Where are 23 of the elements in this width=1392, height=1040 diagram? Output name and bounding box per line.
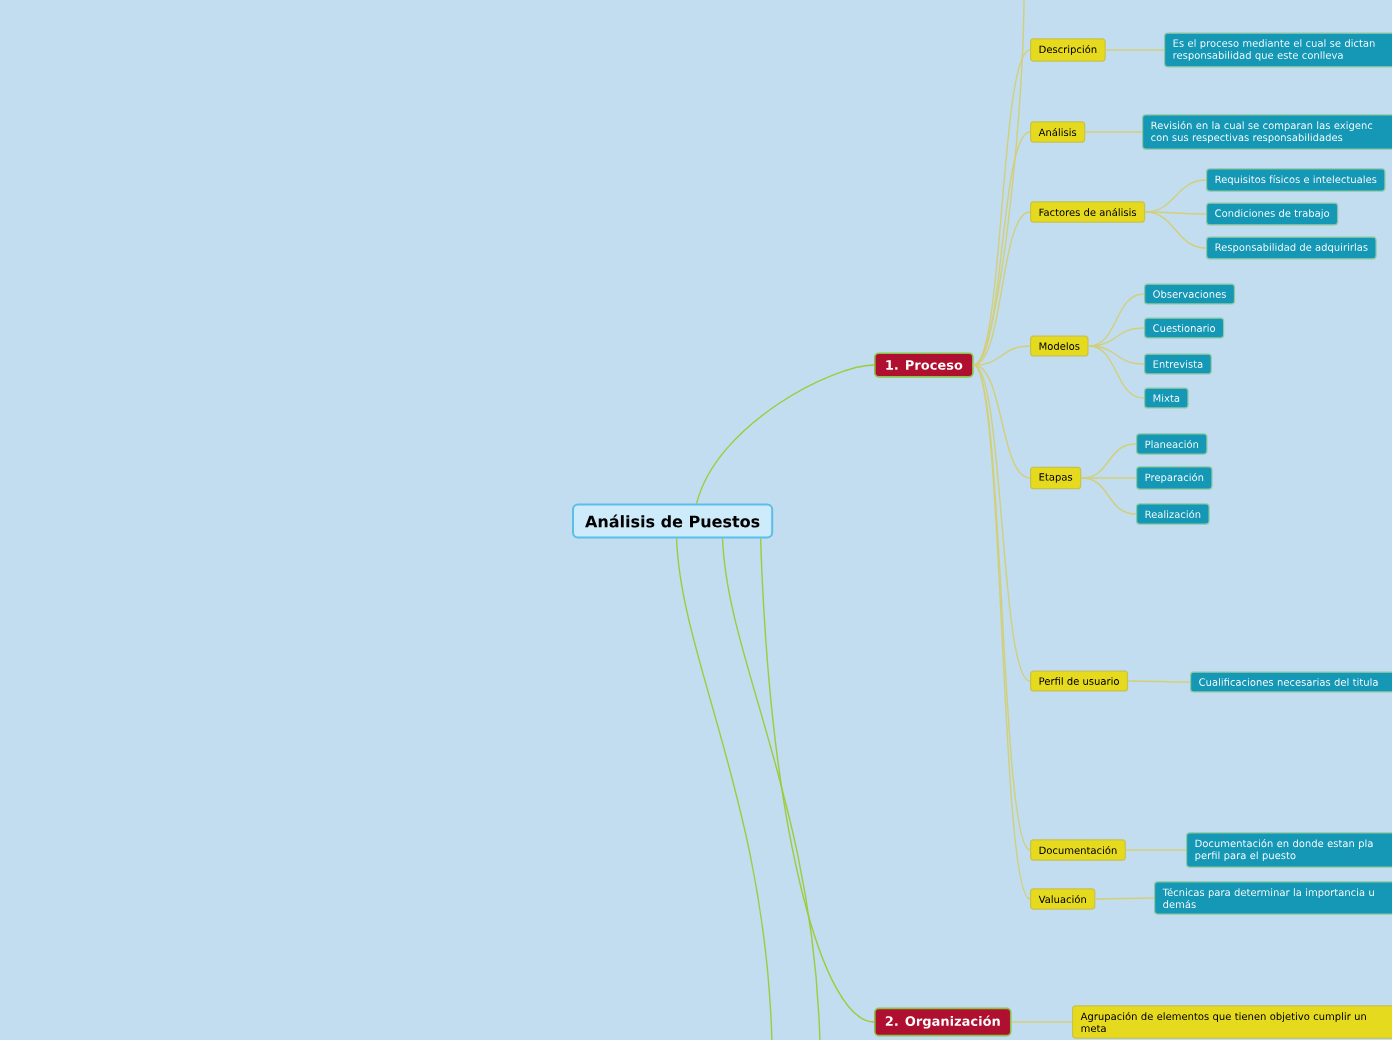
connector-line xyxy=(1144,211,1207,249)
connector-line xyxy=(759,537,875,1023)
connector-line xyxy=(1010,1021,1073,1023)
connector-line xyxy=(973,364,1031,479)
connector-line xyxy=(973,364,1031,682)
connector-line xyxy=(1087,345,1145,365)
connector-line xyxy=(695,364,875,505)
connector-line xyxy=(973,131,1031,366)
connector-line xyxy=(1094,897,1155,900)
connector-line xyxy=(1125,849,1187,851)
connector-line xyxy=(973,49,1031,366)
connector-line xyxy=(1080,477,1137,479)
connector-line xyxy=(1127,680,1191,683)
connector-line xyxy=(1105,49,1165,51)
connector-line xyxy=(973,211,1031,366)
connector-line xyxy=(1144,211,1207,215)
connector-line xyxy=(1087,345,1145,399)
connector-line xyxy=(1084,131,1143,133)
topic-box: Análisis de Puestos xyxy=(572,503,774,539)
connector-line xyxy=(973,345,1031,366)
connector-line xyxy=(721,537,821,1040)
connector-line xyxy=(675,537,773,1040)
connector-line xyxy=(1080,477,1137,515)
